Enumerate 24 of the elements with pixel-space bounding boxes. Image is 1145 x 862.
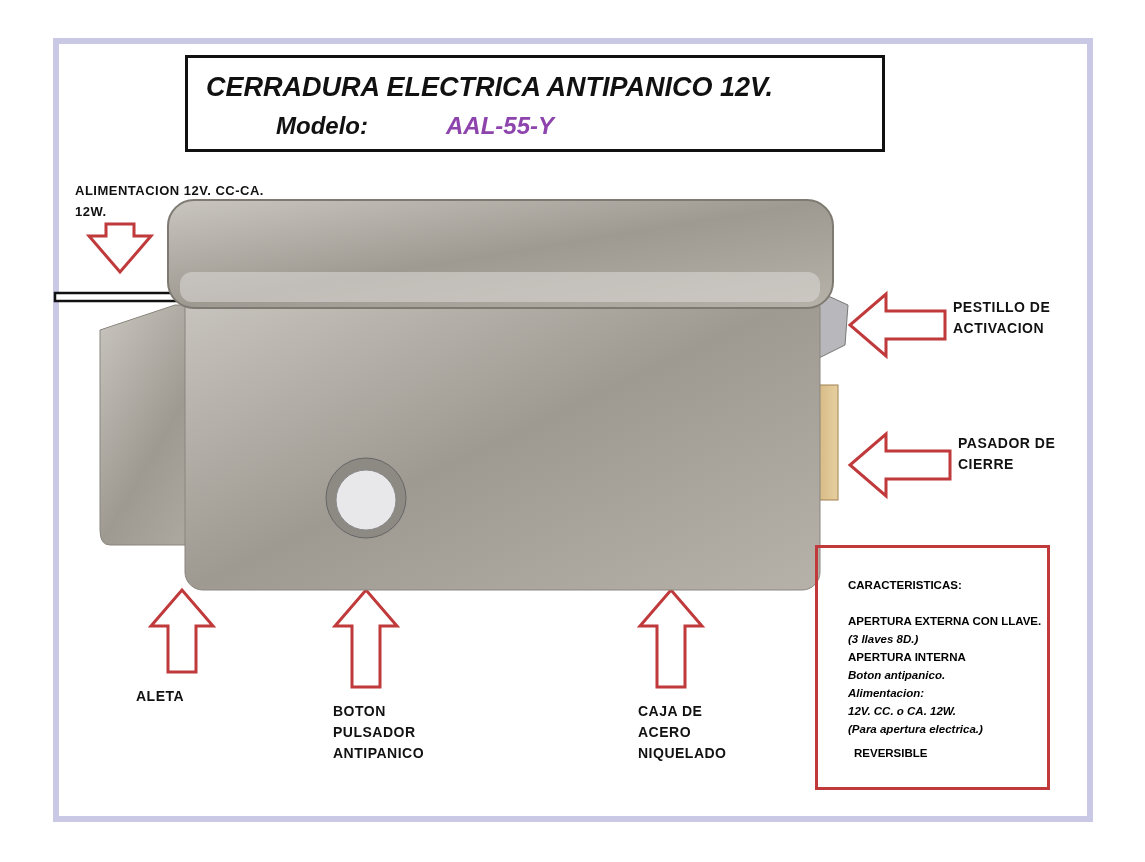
block-arrow <box>847 430 952 500</box>
feature-text: (Para apertura electrica.) <box>848 722 984 737</box>
feature-text: REVERSIBLE <box>853 746 929 761</box>
feature-text: Boton antipanico. <box>848 668 947 683</box>
part-label: PASADOR DE CIERRE <box>958 433 1058 496</box>
feature-text: Alimentacion: <box>848 686 926 701</box>
features-box <box>815 545 1050 790</box>
part-label: CAJA DE ACERO NIQUELADO <box>638 701 758 767</box>
model-text: AAL-55-Y <box>446 112 554 140</box>
title: CERRADURA ELECTRICA ANTIPANICO 12V. <box>206 72 774 103</box>
feature-text: (3 llaves 8D.) <box>848 632 920 647</box>
block-arrow <box>847 290 947 360</box>
block-arrow <box>85 222 155 275</box>
part-label: BOTON PULSADOR ANTIPANICO <box>333 701 463 767</box>
feature-text: 12V. CC. o CA. 12W. <box>848 704 957 719</box>
title-box <box>185 55 885 152</box>
feature-text: APERTURA EXTERNA CON LLAVE. <box>848 614 1039 629</box>
part-label: ALIMENTACION 12V. CC-CA. 12W. <box>75 180 275 222</box>
part-label: PESTILLO DE ACTIVACION <box>953 297 1078 360</box>
block-arrow <box>147 587 217 674</box>
part-label: ALETA <box>136 686 216 707</box>
feature-text: APERTURA INTERNA <box>848 650 967 665</box>
feature-text: CARACTERISTICAS: <box>848 578 963 593</box>
model-text: Modelo: <box>276 112 368 140</box>
